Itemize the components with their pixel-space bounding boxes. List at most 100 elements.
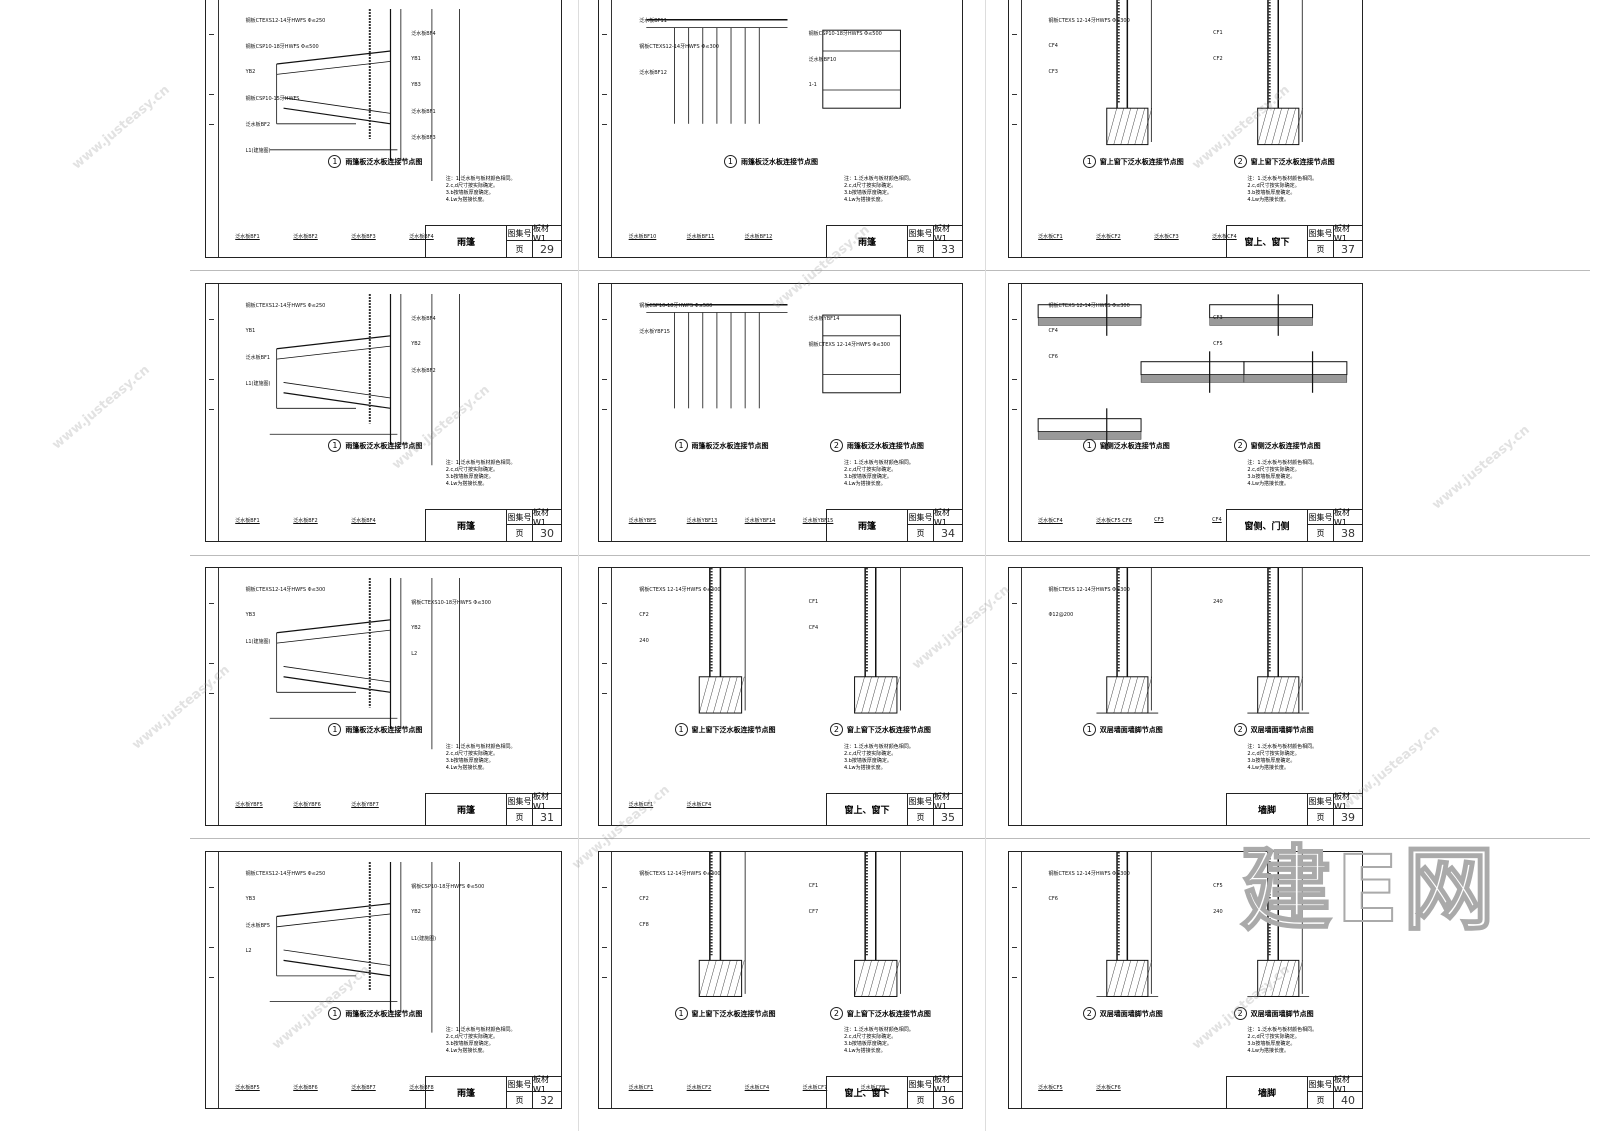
flashing-detail-label: 泛水板BF2 xyxy=(293,234,318,240)
page-number: 30 xyxy=(532,525,561,541)
drawing-notes: 注：1.泛水板与板材颜色相同。 2.c,d尺寸按实际确定。 3.b按墙板厚度确定… xyxy=(843,460,914,488)
title-block: 雨篷 图集号 板材W1 页 33 xyxy=(826,224,962,257)
leader-label: L1(建施图) xyxy=(245,639,271,645)
drawing-notes: 注：1.泛水板与板材颜色相同。 2.c,d尺寸按实际确定。 3.b按墙板厚度确定… xyxy=(1247,460,1318,488)
flashing-detail-label: 泛水板CF5 xyxy=(1038,1085,1063,1092)
leader-label: YB1 xyxy=(411,56,421,62)
flashing-detail-label: CF3 xyxy=(1154,517,1164,524)
page-number: 40 xyxy=(1333,1092,1362,1108)
page-label: 页 xyxy=(1307,1092,1333,1108)
leader-label: 泛水板BF5 xyxy=(245,923,271,929)
sheet-col-divider xyxy=(985,0,986,1131)
sheet-title: 雨篷 xyxy=(857,238,876,248)
flashing-detail-label: 泛水板CF4 xyxy=(686,802,712,809)
flashing-detail-label: 泛水板CF5 CF6 xyxy=(1096,518,1132,525)
atlas-code: 板材W1 xyxy=(1333,224,1362,243)
leader-label: YB2 xyxy=(411,909,421,915)
binding-strip xyxy=(1009,0,1022,257)
flashing-detail-label: 泛水板BF3 xyxy=(351,234,376,240)
flashing-detail-label: 泛水板BF1 xyxy=(235,518,260,525)
leader-label: 240 xyxy=(639,638,649,644)
leader-label: CF2 xyxy=(639,612,649,618)
detail-drawing xyxy=(1096,568,1310,714)
flashing-detail-label: 泛水板BF11 xyxy=(686,234,715,240)
drawing-notes: 注：1.泛水板与板材颜色相同。 2.c,d尺寸按实际确定。 3.b按墙板厚度确定… xyxy=(1247,1027,1318,1055)
page-number: 36 xyxy=(933,1092,962,1108)
leader-label: 240 xyxy=(1213,909,1223,915)
leader-label: 钢板CSP10-18牙HWFS Φ≤500 xyxy=(639,303,713,309)
leader-label: 钢板CTEXS 12-14牙HWFS Φ≤300 xyxy=(1048,303,1130,309)
leader-label: CF7 xyxy=(808,909,819,915)
flashing-detail-label: 泛水板CF4 xyxy=(1212,234,1237,240)
atlas-label: 图集号 xyxy=(506,510,532,525)
leader-label: YB1 xyxy=(245,328,256,334)
leader-label: CF5 xyxy=(1213,341,1223,347)
leader-label: 钢板CSP10-15牙HWFS xyxy=(245,96,300,102)
leader-label: CF2 xyxy=(1213,56,1223,62)
leader-label: CF5 xyxy=(1213,883,1223,889)
leader-label: L2 xyxy=(411,651,418,657)
leader-label: CF3 xyxy=(1048,69,1058,75)
binding-strip xyxy=(599,568,612,825)
title-block: 雨篷 图集号 板材W1 页 34 xyxy=(826,508,962,541)
watermark-logo: 建E网 xyxy=(1239,835,1499,944)
flashing-detail-label: 泛水板BF6 xyxy=(293,1085,318,1092)
flashing-detail-label: 泛水板YBF7 xyxy=(351,802,379,809)
leader-label: YB2 xyxy=(411,625,421,631)
leader-label: YB2 xyxy=(411,341,421,347)
title-block: 雨篷 图集号 板材W1 页 29 xyxy=(425,224,561,257)
flashing-detail-label: 泛水板YBF6 xyxy=(293,802,321,809)
atlas-label: 图集号 xyxy=(506,1077,532,1092)
binding-strip xyxy=(206,0,219,257)
leader-label: 钢板CTEXS10-18牙HWFS Φ≤300 xyxy=(411,600,491,606)
atlas-code: 板材W1 xyxy=(1333,1075,1362,1094)
flashing-detail-label: 泛水板CF6 xyxy=(1096,1085,1121,1092)
flashing-detail-label: 泛水板BF2 xyxy=(293,518,318,525)
leader-label: 泛水板BF4 xyxy=(411,316,436,322)
page-label: 页 xyxy=(907,241,933,257)
sheet-row-divider xyxy=(190,270,1590,271)
atlas-code: 板材W1 xyxy=(532,1075,561,1094)
binding-strip xyxy=(206,568,219,825)
sheet-title: 墙脚 xyxy=(1257,1089,1276,1099)
drawing-notes: 注：1.泛水板与板材颜色相同。 2.c,d尺寸按实际确定。 3.b按墙板厚度确定… xyxy=(1247,175,1318,203)
atlas-code: 板材W1 xyxy=(933,508,962,527)
leader-label: 钢板CTEXS12-14牙HWFS Φ≤300 xyxy=(639,44,719,50)
atlas-label: 图集号 xyxy=(1307,1077,1333,1092)
leader-label: 钢板CTEXS 12-14牙HWFS Φ≤300 xyxy=(808,342,891,348)
sheet-title: 墙脚 xyxy=(1257,806,1276,816)
title-block: 雨篷 图集号 板材W1 页 30 xyxy=(425,508,561,541)
detail-drawing xyxy=(1106,0,1303,146)
flashing-detail-label: 泛水板CF4 xyxy=(1038,518,1063,525)
page-number: 32 xyxy=(532,1092,561,1108)
title-block: 窗侧、门侧 图集号 板材W1 页 38 xyxy=(1226,508,1362,541)
flashing-detail-label: 泛水板YBF14 xyxy=(744,518,776,525)
leader-label: CF4 xyxy=(1048,43,1058,49)
sheet-title: 雨篷 xyxy=(456,238,475,248)
flashing-detail-label: 泛水板CF7 xyxy=(802,1085,828,1092)
atlas-code: 板材W1 xyxy=(1333,792,1362,811)
leader-label: 钢板CTEXS12-14牙HWFS Φ≤250 xyxy=(245,871,326,877)
